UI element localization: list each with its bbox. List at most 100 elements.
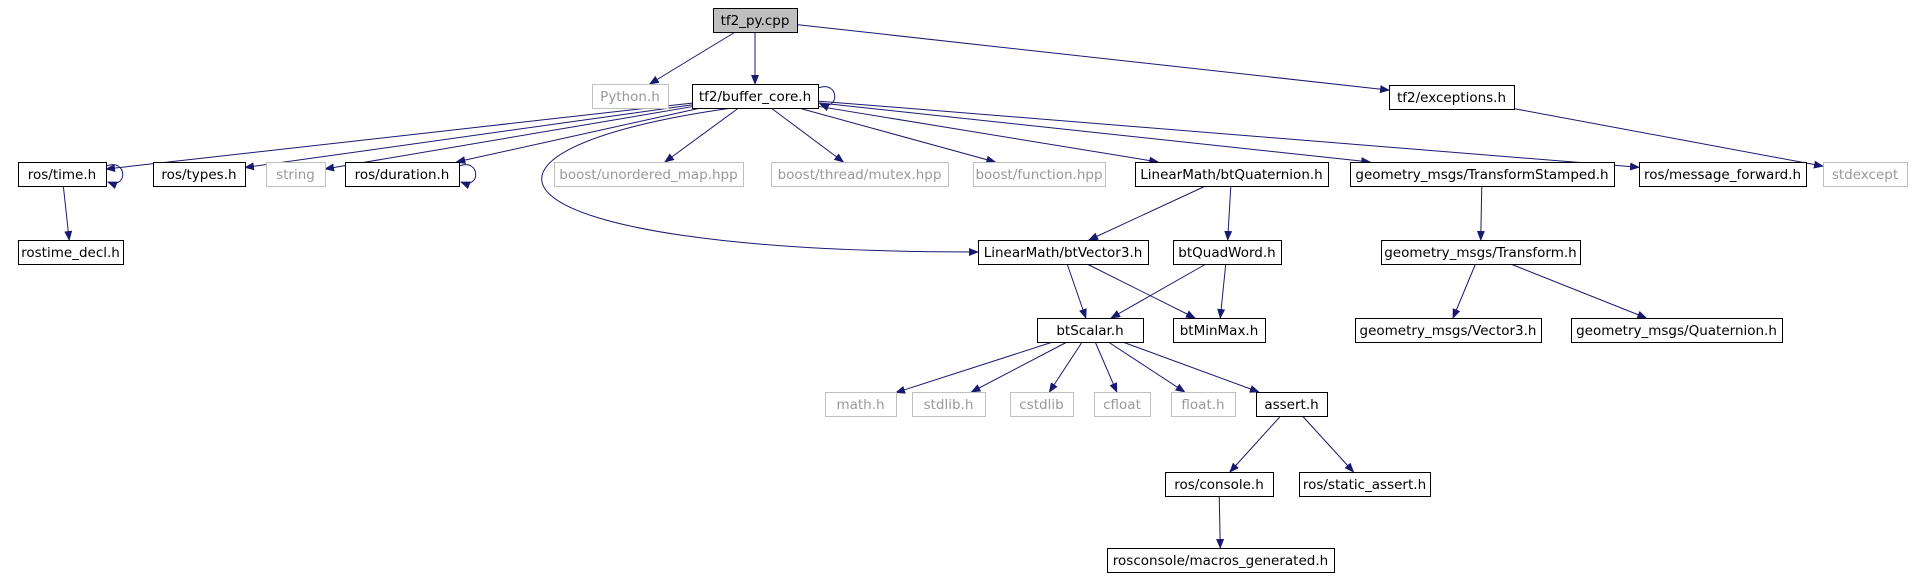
node-console[interactable]: ros/console.h	[1165, 472, 1274, 497]
edge-btScalar-to-math	[895, 341, 1053, 394]
node-label: ros/console.h	[1174, 477, 1264, 493]
node-macros[interactable]: rosconsole/macros_generated.h	[1107, 548, 1335, 573]
edge-buffer-core-to-unordered-map	[664, 107, 739, 163]
node-float: float.h	[1171, 392, 1236, 417]
node-vector3[interactable]: geometry_msgs/Vector3.h	[1355, 318, 1542, 343]
edge-btQuadWord-to-btScalar	[1110, 263, 1207, 319]
node-box	[692, 84, 819, 109]
edge-root-to-python	[648, 31, 736, 85]
node-label: geometry_msgs/Vector3.h	[1360, 323, 1537, 339]
node-label: LinearMath/btVector3.h	[984, 245, 1143, 261]
node-label: boost/unordered_map.hpp	[559, 167, 737, 183]
node-box	[912, 392, 986, 417]
node-label: rostime_decl.h	[21, 245, 120, 261]
edge-btQuaternion-to-btQuadWord	[1224, 185, 1233, 241]
node-root[interactable]: tf2_py.cpp	[713, 8, 798, 33]
node-box	[1165, 472, 1274, 497]
edge-buffer-core-to-string	[324, 106, 693, 172]
node-tf[interactable]: geometry_msgs/Transform.h	[1381, 240, 1581, 265]
node-label: assert.h	[1264, 397, 1318, 413]
edge-ros-duration-to-ros-duration	[458, 164, 477, 190]
node-rostime-decl[interactable]: rostime_decl.h	[18, 240, 124, 265]
node-box	[973, 162, 1106, 187]
node-box	[825, 392, 897, 417]
node-buffer-core[interactable]: tf2/buffer_core.h	[692, 84, 819, 109]
node-label: geometry_msgs/Transform.h	[1384, 245, 1577, 261]
node-btScalar[interactable]: btScalar.h	[1037, 318, 1144, 343]
node-box	[18, 162, 107, 187]
node-ros-time[interactable]: ros/time.h	[18, 162, 107, 187]
node-assert[interactable]: assert.h	[1256, 392, 1328, 417]
node-box	[1094, 392, 1151, 417]
edge-buffer-core-to-mutex	[770, 107, 845, 163]
node-box	[1350, 162, 1615, 187]
node-ros-duration[interactable]: ros/duration.h	[345, 162, 460, 187]
node-cstdlib: cstdlib	[1010, 392, 1074, 417]
edge-btScalar-to-cstdlib	[1048, 341, 1083, 393]
node-label: btScalar.h	[1056, 323, 1123, 339]
node-btMinMax[interactable]: btMinMax.h	[1173, 318, 1266, 343]
edge-assert-to-console	[1229, 415, 1282, 473]
edge-tf-to-quaternion	[1510, 263, 1648, 319]
node-box	[1381, 240, 1581, 265]
node-label: tf2_py.cpp	[721, 13, 790, 29]
node-btQuaternion[interactable]: LinearMath/btQuaternion.h	[1135, 162, 1329, 187]
edge-btVector3-to-btScalar	[1066, 263, 1087, 319]
node-box	[554, 162, 744, 187]
node-box	[1171, 392, 1236, 417]
node-label: btMinMax.h	[1180, 323, 1259, 339]
node-box	[1010, 392, 1074, 417]
node-label: btQuadWord.h	[1178, 245, 1275, 261]
node-stdexcept: stdexcept	[1823, 162, 1908, 187]
edge-buffer-core-to-ros-time	[105, 102, 693, 173]
node-msg-forward[interactable]: ros/message_forward.h	[1639, 162, 1807, 187]
edge-console-to-macros	[1216, 495, 1225, 549]
node-ros-types[interactable]: ros/types.h	[153, 162, 246, 187]
node-label: cfloat	[1103, 397, 1141, 413]
node-box	[1639, 162, 1807, 187]
node-box	[345, 162, 460, 187]
node-label: ros/types.h	[161, 167, 236, 183]
edge-buffer-core-to-ros-types	[244, 104, 693, 171]
node-exceptions[interactable]: tf2/exceptions.h	[1389, 85, 1515, 110]
edge-btVector3-to-btMinMax	[1086, 263, 1196, 319]
edge-exceptions-to-stdexcept	[1513, 108, 1824, 169]
node-box	[1355, 318, 1542, 343]
node-label: LinearMath/btQuaternion.h	[1140, 167, 1322, 183]
node-label: ros/message_forward.h	[1644, 167, 1801, 183]
edge-ros-time-to-ros-time	[105, 164, 124, 190]
edge-buffer-core-to-msg-forward	[817, 100, 1640, 171]
node-math: math.h	[825, 392, 897, 417]
edge-root-to-exceptions	[796, 24, 1390, 94]
node-label: geometry_msgs/TransformStamped.h	[1355, 167, 1608, 183]
edge-buffer-core-to-btQuaternion	[817, 105, 1160, 165]
node-quaternion[interactable]: geometry_msgs/Quaternion.h	[1571, 318, 1783, 343]
node-label: cstdlib	[1019, 397, 1063, 413]
node-label: float.h	[1181, 397, 1224, 413]
edge-buffer-core-to-function	[798, 107, 997, 164]
edge-btScalar-to-stdlib	[970, 341, 1068, 393]
node-box	[978, 240, 1149, 265]
node-label: boost/thread/mutex.hpp	[778, 167, 942, 183]
edge-tf-to-vector3	[1452, 263, 1476, 319]
edge-buffer-core-to-btVector3	[541, 107, 979, 256]
node-label: ros/duration.h	[355, 167, 450, 183]
node-box	[592, 84, 669, 109]
node-btQuadWord[interactable]: btQuadWord.h	[1173, 240, 1282, 265]
edge-tfStamped-to-tf	[1476, 185, 1485, 241]
edge-btQuaternion-to-btVector3	[1088, 185, 1206, 241]
edge-btScalar-to-assert	[1122, 341, 1260, 393]
node-box	[1823, 162, 1908, 187]
node-box	[1037, 318, 1144, 343]
edge-buffer-core-to-buffer-core	[817, 86, 836, 112]
node-static-assert[interactable]: ros/static_assert.h	[1299, 472, 1431, 497]
node-label: string	[276, 167, 315, 183]
node-label: math.h	[836, 397, 884, 413]
node-unordered-map: boost/unordered_map.hpp	[554, 162, 744, 187]
node-tfStamped[interactable]: geometry_msgs/TransformStamped.h	[1350, 162, 1615, 187]
node-btVector3[interactable]: LinearMath/btVector3.h	[978, 240, 1149, 265]
node-label: stdexcept	[1832, 167, 1898, 183]
edge-layer	[62, 24, 1824, 549]
